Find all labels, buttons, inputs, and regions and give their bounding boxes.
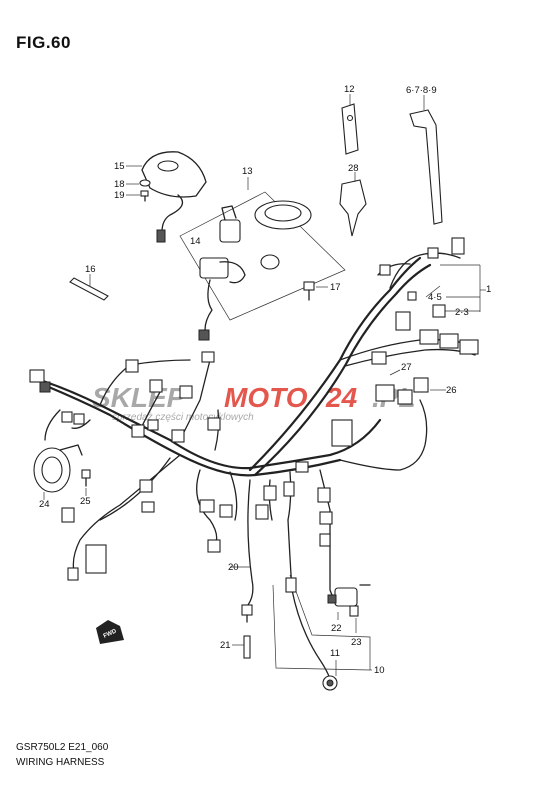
callout-4-5: 4·5 bbox=[428, 292, 442, 303]
watermark-tagline: sprzedaż części motocyklowych bbox=[112, 412, 254, 423]
part-12-bracket bbox=[341, 103, 359, 155]
part-13-lock-set-box bbox=[179, 177, 346, 341]
fwd-label: FWD bbox=[103, 628, 119, 639]
callout-25: 25 bbox=[80, 496, 91, 507]
part-16-strip bbox=[69, 277, 109, 301]
callout-22: 22 bbox=[331, 623, 342, 634]
callout-16: 16 bbox=[85, 264, 96, 275]
callout-24: 24 bbox=[39, 499, 50, 510]
harness-connectors bbox=[29, 237, 479, 581]
callout-21: 21 bbox=[220, 640, 231, 651]
callout-17: 17 bbox=[330, 282, 341, 293]
callout-10: 10 bbox=[374, 665, 385, 676]
callout-18: 18 bbox=[114, 179, 125, 190]
watermark: SKLEP MOTO 24 .PL sprzedaż części motocy… bbox=[92, 382, 416, 423]
part-22-switch bbox=[327, 587, 358, 607]
part-17-bolt bbox=[303, 281, 315, 301]
figure-title: FIG.60 bbox=[16, 33, 71, 52]
part-19-screw bbox=[140, 190, 149, 202]
callout-19: 19 bbox=[114, 190, 125, 201]
callout-20: 20 bbox=[228, 562, 239, 573]
callout-23: 23 bbox=[351, 637, 362, 648]
part-15-cover bbox=[141, 151, 207, 243]
callout-14: 14 bbox=[190, 236, 201, 247]
callout-2-3: 2·3 bbox=[455, 307, 469, 318]
callout-12: 12 bbox=[344, 84, 355, 95]
callout-28: 28 bbox=[348, 163, 359, 174]
callout-1: 1 bbox=[486, 284, 491, 295]
footer-code: GSR750L2 E21_060 bbox=[16, 742, 109, 753]
watermark-brand-c: 24 bbox=[325, 382, 358, 413]
part-23-screw bbox=[349, 584, 371, 617]
fwd-arrow: FWD bbox=[96, 620, 124, 644]
callout-11: 11 bbox=[330, 648, 340, 659]
callout-27: 27 bbox=[401, 362, 412, 373]
part-18-washer bbox=[139, 179, 151, 187]
part-25-bolt bbox=[81, 469, 91, 487]
callout-6-9: 6·7·8·9 bbox=[406, 85, 437, 96]
part-20-sensor bbox=[241, 604, 253, 623]
callout-13: 13 bbox=[242, 166, 253, 177]
part-6-9-cable-tie bbox=[409, 109, 443, 225]
part-24-horn bbox=[33, 444, 83, 493]
part-10-cable-box bbox=[272, 574, 371, 691]
callout-numbers: 1 2·3 4·5 6·7·8·9 10 11 12 13 14 15 16 1… bbox=[39, 84, 491, 676]
callout-15: 15 bbox=[114, 161, 125, 172]
footer-name: WIRING HARNESS bbox=[16, 757, 105, 768]
callout-26: 26 bbox=[446, 385, 457, 396]
watermark-brand-b: MOTO bbox=[224, 382, 308, 413]
part-21-pin bbox=[243, 635, 251, 659]
part-28-key bbox=[339, 179, 367, 237]
